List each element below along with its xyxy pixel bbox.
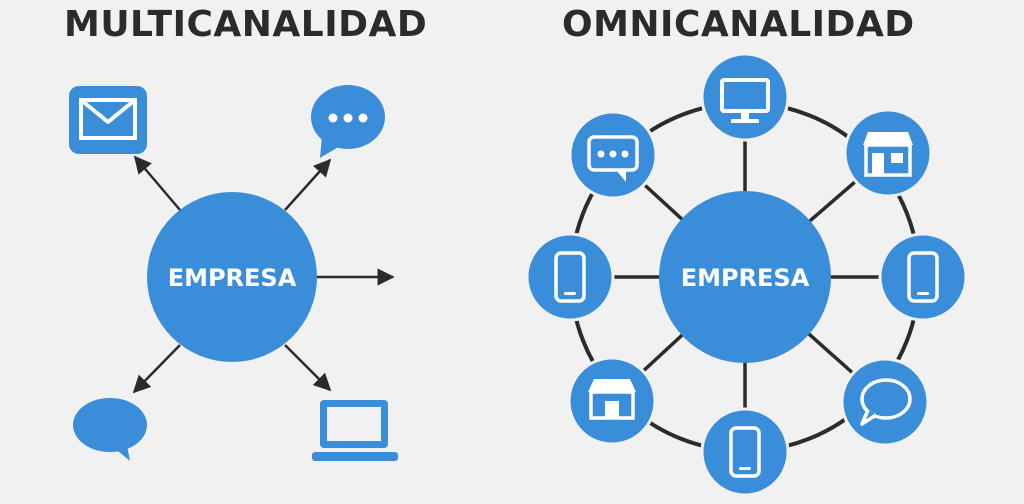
chat-bubble-icon bbox=[840, 357, 930, 447]
multichannel-title: MULTICANALIDAD bbox=[64, 4, 428, 45]
multichannel-hub: EMPRESA bbox=[147, 192, 317, 362]
speech-bubble-icon bbox=[73, 398, 147, 461]
omnichannel-diagram: EMPRESA bbox=[525, 52, 968, 497]
arrow-to-chat bbox=[284, 158, 332, 211]
omnichannel-title: OMNICANALIDAD bbox=[562, 4, 915, 45]
arrow-to-laptop bbox=[284, 344, 332, 392]
multichannel-diagram: EMPRESA bbox=[69, 85, 398, 461]
chat-bubble-dots-icon bbox=[568, 110, 658, 200]
multichannel-hub-label: EMPRESA bbox=[168, 264, 297, 292]
store-icon bbox=[843, 108, 933, 198]
arrow-to-email bbox=[133, 155, 181, 211]
smartphone-icon bbox=[878, 232, 968, 322]
chat-bubble-dots-icon bbox=[311, 85, 385, 158]
omnichannel-hub-label: EMPRESA bbox=[681, 264, 810, 292]
laptop-icon bbox=[312, 400, 398, 461]
omnichannel-hub: EMPRESA bbox=[659, 191, 831, 363]
multichannel-arrows bbox=[132, 155, 395, 394]
monitor-icon bbox=[700, 52, 790, 142]
smartphone-icon bbox=[525, 232, 615, 322]
store-icon bbox=[567, 356, 657, 446]
smartphone-icon bbox=[700, 407, 790, 497]
email-icon bbox=[69, 86, 147, 154]
arrow-to-speech bbox=[132, 344, 181, 394]
